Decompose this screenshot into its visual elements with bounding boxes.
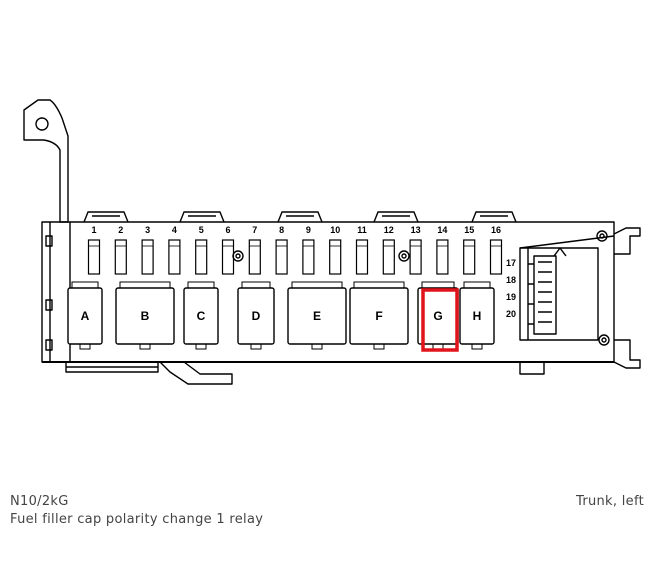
- fuse-6: 6: [221, 225, 235, 275]
- fuse-number: 1: [91, 225, 96, 235]
- relay-label: F: [375, 309, 382, 323]
- fuse-8: 8: [275, 225, 288, 275]
- relay-label: B: [141, 309, 150, 323]
- fuse-number: 8: [279, 225, 284, 235]
- fuse-16: 16: [489, 225, 503, 275]
- screw-bottom-right: [598, 334, 610, 346]
- fuse-number: 9: [306, 225, 311, 235]
- fuse-slot: [409, 239, 422, 275]
- fuse-11: 11: [355, 225, 369, 275]
- fuse-2: 2: [114, 225, 127, 275]
- relay-a: A: [67, 281, 103, 350]
- fuse-number: 10: [330, 225, 340, 235]
- mounting-bracket: [23, 99, 69, 223]
- fuse-slot: [221, 239, 235, 275]
- pin-19: 19: [506, 292, 516, 302]
- bracket-hole: [35, 117, 49, 131]
- fuse-9: 9: [302, 225, 315, 275]
- pin-17: 17: [506, 258, 516, 268]
- fuse-15: 15: [463, 225, 476, 275]
- fuse-number: 6: [225, 225, 230, 235]
- top-latches: [83, 211, 517, 223]
- fuse-slot: [195, 239, 208, 275]
- fuse-12: 12: [382, 225, 395, 275]
- fuse-4: 4: [168, 225, 181, 275]
- component-code: N10/2kG: [10, 494, 69, 509]
- fuse-number: 2: [118, 225, 123, 235]
- relay-d: D: [237, 281, 275, 350]
- relay-label: G: [433, 309, 442, 323]
- fuse-13: 13: [409, 225, 422, 275]
- right-end-tabs: [613, 227, 641, 369]
- relay-c: C: [183, 281, 219, 350]
- screw-left: [232, 250, 244, 262]
- screw-middle: [398, 250, 410, 262]
- fuse-slot: [302, 239, 315, 275]
- relay-row: A B C D E F G H: [67, 281, 495, 352]
- fuse-slot: [329, 239, 342, 275]
- fuse-slot: [355, 239, 369, 275]
- fuse-3: 3: [141, 225, 154, 275]
- fuse-1: 1: [87, 225, 101, 275]
- right-connector-housing: [519, 235, 615, 341]
- pin-20: 20: [506, 309, 516, 319]
- bottom-tabs: [65, 361, 545, 385]
- fuse-number: 14: [437, 225, 447, 235]
- fuse-7: 7: [248, 225, 261, 275]
- relay-label: E: [313, 309, 321, 323]
- relay-f: F: [349, 281, 409, 350]
- fuse-14: 14: [436, 225, 449, 275]
- relay-label: A: [81, 309, 90, 323]
- fuse-slot: [382, 239, 395, 275]
- fuse-number: 7: [252, 225, 257, 235]
- fuse-number: 5: [199, 225, 204, 235]
- fuse-slot: [168, 239, 181, 275]
- fuse-number: 3: [145, 225, 150, 235]
- relay-h: H: [459, 281, 495, 350]
- fuse-10: 10: [329, 225, 342, 275]
- relay-b: B: [115, 281, 175, 350]
- fuse-number: 15: [464, 225, 474, 235]
- fuse-slot: [248, 239, 261, 275]
- screw-top-right: [596, 230, 608, 242]
- fuse-5: 5: [195, 225, 208, 275]
- pin-18: 18: [506, 275, 516, 285]
- connector-pin-labels: 17 18 19 20: [506, 258, 516, 319]
- fuse-slot: [141, 239, 154, 275]
- fuse-number: 12: [384, 225, 394, 235]
- relay-e: E: [287, 281, 347, 350]
- fuse-number: 13: [411, 225, 421, 235]
- component-description: Fuel filler cap polarity change 1 relay: [10, 512, 264, 527]
- highlight-frame: [421, 288, 459, 352]
- relay-label: D: [252, 309, 261, 323]
- fuse-number: 11: [357, 225, 367, 235]
- component-location: Trunk, left: [575, 494, 644, 509]
- fuse-slot: [436, 239, 449, 275]
- fuse-number: 16: [491, 225, 501, 235]
- relay-label: H: [473, 309, 482, 323]
- fuse-slot: [275, 239, 288, 275]
- relay-label: C: [197, 309, 206, 323]
- fuse-slot: [87, 239, 101, 275]
- fuse-slot: [489, 239, 503, 275]
- relay-g: G: [417, 281, 459, 352]
- fuse-slot: [463, 239, 476, 275]
- fuse-slot: [114, 239, 127, 275]
- fuse-number: 4: [172, 225, 177, 235]
